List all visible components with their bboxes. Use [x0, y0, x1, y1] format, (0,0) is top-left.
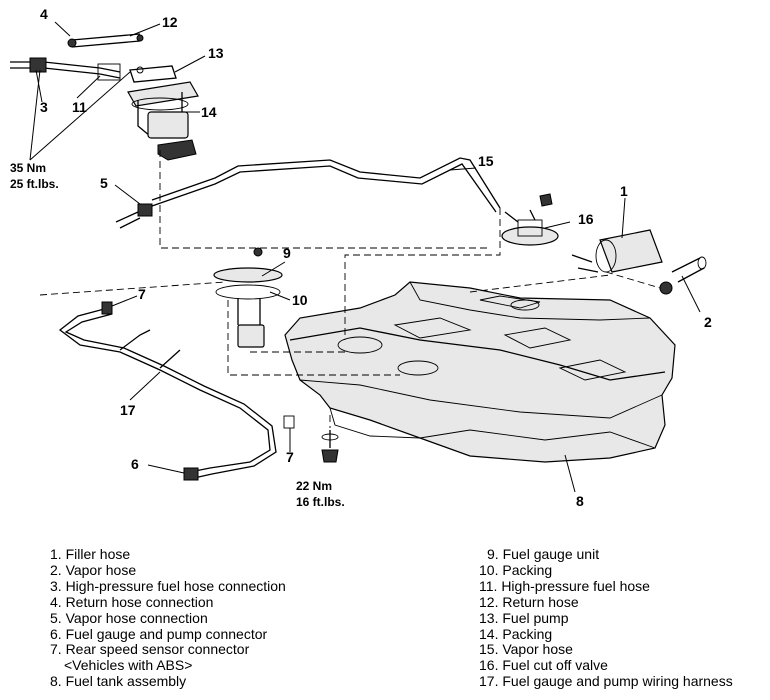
fuel-tank-assembly — [284, 281, 676, 463]
legend-item-10: 10. Packing — [479, 561, 553, 578]
callout-11: 11 — [72, 99, 87, 115]
callout-9: 9 — [283, 245, 291, 261]
legend-item-8: 8. Fuel tank assembly — [50, 673, 187, 690]
callout-1: 1 — [620, 183, 628, 199]
filler-hose — [571, 229, 663, 273]
torque-lower-metric: 22 Nm — [296, 479, 332, 493]
legend-item-11: 11. High-pressure fuel hose — [479, 577, 650, 594]
fuel-pump — [127, 65, 199, 161]
legend-item-9: 9. Fuel gauge unit — [487, 546, 600, 562]
callout-8: 8 — [576, 493, 584, 509]
callout-12: 12 — [162, 14, 178, 30]
high-pressure-fuel-hose — [10, 57, 121, 81]
callout-14: 14 — [201, 104, 217, 120]
vapor-hose — [659, 256, 707, 295]
return-hose — [67, 33, 144, 48]
callout-2: 2 — [704, 314, 712, 330]
legend-item-7: 7. Rear speed sensor connector — [50, 641, 250, 658]
legend-item-4: 4. Return hose connection — [50, 593, 214, 610]
legend-item-3: 3. High-pressure fuel hose connection — [50, 577, 286, 594]
callout-16: 16 — [578, 211, 594, 227]
callout-17: 17 — [120, 402, 136, 418]
legend-item-12: 12. Return hose — [479, 593, 579, 610]
legend-item-14: 14. Packing — [479, 625, 553, 642]
callout-10: 10 — [292, 292, 308, 308]
torque-lower-imperial: 16 ft.lbs. — [296, 495, 345, 509]
fuel-tank-exploded-diagram: 4 12 13 3 11 14 35 Nm 25 ft.lbs. 15 5 1 … — [10, 6, 712, 509]
legend-item-15: 15. Vapor hose — [479, 641, 573, 658]
callout-labels: 4 12 13 3 11 14 35 Nm 25 ft.lbs. 15 5 1 … — [10, 6, 712, 509]
assembly-lines — [39, 150, 661, 428]
legend-right: 9. Fuel gauge unit 10. Packing 11. High-… — [479, 546, 733, 690]
callout-3: 3 — [40, 99, 48, 115]
legend-item-5: 5. Vapor hose connection — [50, 609, 208, 626]
legend-item-16: 16. Fuel cut off valve — [479, 657, 608, 674]
vapor-hose-line — [115, 157, 501, 229]
legend-item-6: 6. Fuel gauge and pump connector — [50, 625, 268, 642]
fuel-gauge-unit — [213, 247, 283, 348]
torque-upper-imperial: 25 ft.lbs. — [10, 177, 59, 191]
callout-6: 6 — [131, 456, 139, 472]
legend-item-13: 13. Fuel pump — [479, 609, 569, 626]
fuel-cut-off-valve — [501, 193, 559, 246]
tank-mounting-bolt — [321, 430, 339, 463]
torque-upper-metric: 35 Nm — [10, 161, 46, 175]
callout-7-upper: 7 — [138, 286, 146, 302]
legend-left: 1. Filler hose 2. Vapor hose 3. High-pre… — [50, 546, 286, 690]
callout-7-lower: 7 — [286, 449, 294, 465]
callout-4: 4 — [40, 6, 48, 22]
callout-5: 5 — [100, 175, 108, 191]
legend-item-2: 2. Vapor hose — [50, 561, 137, 578]
legend-item-17: 17. Fuel gauge and pump wiring harness — [479, 673, 733, 690]
legend-item-7-note: <Vehicles with ABS> — [64, 657, 193, 674]
callout-13: 13 — [208, 45, 224, 61]
callout-15: 15 — [478, 153, 494, 169]
legend-item-1: 1. Filler hose — [50, 546, 131, 562]
wiring-harness — [58, 301, 295, 481]
leader-lines — [29, 21, 701, 493]
